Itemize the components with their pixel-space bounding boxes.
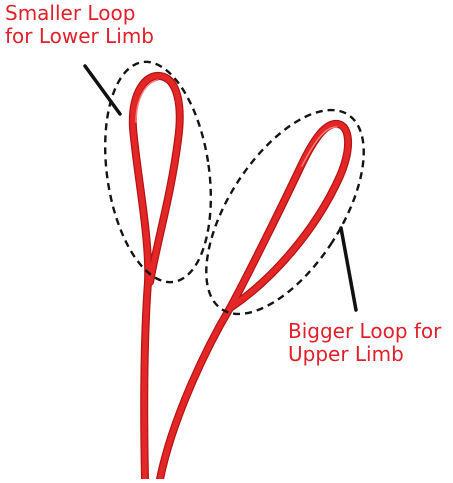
smaller-loop-pointer-line — [83, 64, 122, 116]
smaller-loop-strand — [128, 71, 184, 483]
smaller-loop-label-line1: Smaller Loop — [5, 1, 136, 25]
bigger-loop-label-line2: Upper Limb — [288, 342, 404, 366]
smaller-loop-label-line2: for Lower Limb — [5, 24, 155, 48]
bigger-loop-strand-main — [157, 121, 351, 482]
bigger-loop-label-line1: Bigger Loop for — [288, 319, 442, 343]
bigger-loop-strand — [156, 119, 353, 483]
bigger-loop-highlight — [301, 126, 338, 167]
bigger-loop-dashed-outline — [205, 108, 365, 316]
smaller-loop-label: Smaller Loop for Lower Limb — [5, 2, 154, 48]
smaller-loop-strand-main — [130, 73, 183, 482]
bigger-loop-pointer-line — [339, 226, 358, 312]
smaller-loop-dashed-outline — [103, 60, 213, 284]
smaller-loop-highlight — [135, 79, 159, 123]
bigger-loop-label: Bigger Loop for Upper Limb — [288, 320, 441, 366]
bigger-loop-strand-shadow — [156, 119, 353, 483]
